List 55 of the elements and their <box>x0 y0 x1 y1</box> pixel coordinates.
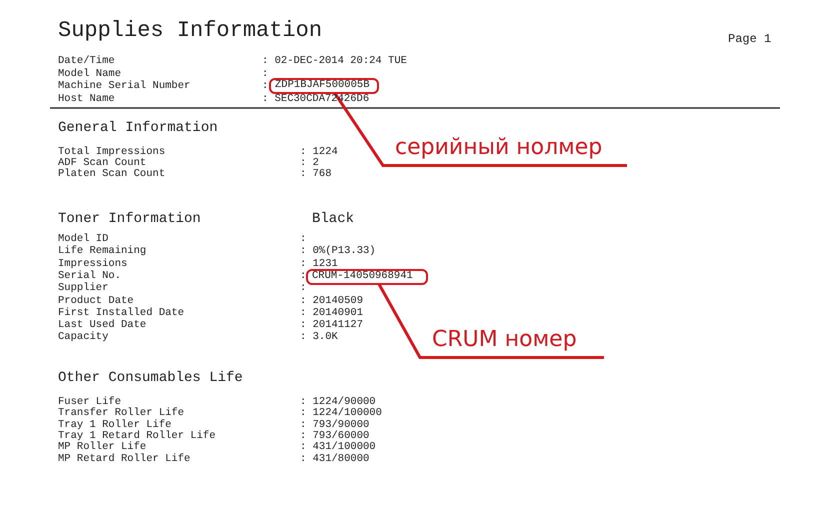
field-name: MP Roller Life <box>58 442 146 454</box>
field-name: First Installed Date <box>58 308 184 319</box>
field-name: Serial No. <box>58 270 122 282</box>
field-value: : 431/80000 <box>300 454 370 464</box>
field-name: Model ID <box>58 234 108 245</box>
leader-line <box>334 92 395 167</box>
field-value: : 3.0K <box>300 332 338 344</box>
page-number: Page 1 <box>728 34 772 45</box>
callout-label: CRUM номер <box>432 325 604 359</box>
highlight-outline: ZDP1BJAF500005B <box>269 78 379 94</box>
field-name: Life Remaining <box>58 246 146 258</box>
field-value: : 793/90000 <box>300 420 370 431</box>
field-name: MP Retard Roller Life <box>58 454 190 464</box>
field-name: Impressions <box>58 258 128 270</box>
field-value: : 2 <box>300 158 319 169</box>
field-name: Total Impressions <box>58 147 166 158</box>
field-name: Tray 1 Roller Life <box>58 420 172 431</box>
field-name: ADF Scan Count <box>58 158 146 169</box>
field-name: Tray 1 Retard Roller Life <box>58 430 216 442</box>
page-title: Supplies Information <box>58 18 322 44</box>
field-value: : 02-DEC-2014 20:24 TUE <box>262 56 407 67</box>
field-value: : 1224/100000 <box>300 408 382 420</box>
field-value: : 20140901 <box>300 308 364 319</box>
field-name: Transfer Roller Life <box>58 408 184 420</box>
field-value: : 431/100000 <box>300 442 376 454</box>
callout-label: серийный нолмер <box>395 133 627 167</box>
leader-line <box>378 284 432 359</box>
field-name: Date/Time <box>58 56 115 67</box>
field-value: : 1224 <box>300 147 338 158</box>
field-name: Fuser Life <box>58 397 122 408</box>
field-value: : <box>262 68 268 80</box>
field-value: : 1224/90000 <box>300 397 376 408</box>
field-value: : 20141127 <box>300 320 364 332</box>
field-value: : <box>262 81 268 92</box>
field-value: : 0%(P13.33) <box>300 246 376 258</box>
field-value: : <box>300 270 306 282</box>
section-heading: Other Consumables Life <box>58 370 243 386</box>
field-name: Last Used Date <box>58 320 146 332</box>
field-name: Product Date <box>58 296 134 306</box>
field-name: Host Name <box>58 94 115 104</box>
field-value: : <box>300 234 306 245</box>
field-name: Platen Scan Count <box>58 169 166 180</box>
section-heading: Toner Information <box>58 211 201 227</box>
section-heading: General Information <box>58 120 218 136</box>
field-value: : 768 <box>300 169 332 180</box>
field-name: Capacity <box>58 332 108 344</box>
field-name: Supplier <box>58 283 108 294</box>
highlight-outline: CRUM-14050968941 <box>306 268 428 284</box>
section-heading: Black <box>312 211 354 227</box>
field-name: Machine Serial Number <box>58 81 190 92</box>
field-value: : 793/60000 <box>300 430 370 442</box>
field-value: : <box>300 283 306 294</box>
field-value: : 1231 <box>300 258 338 270</box>
field-name: Model Name <box>58 68 122 80</box>
field-value: : 20140509 <box>300 296 364 306</box>
